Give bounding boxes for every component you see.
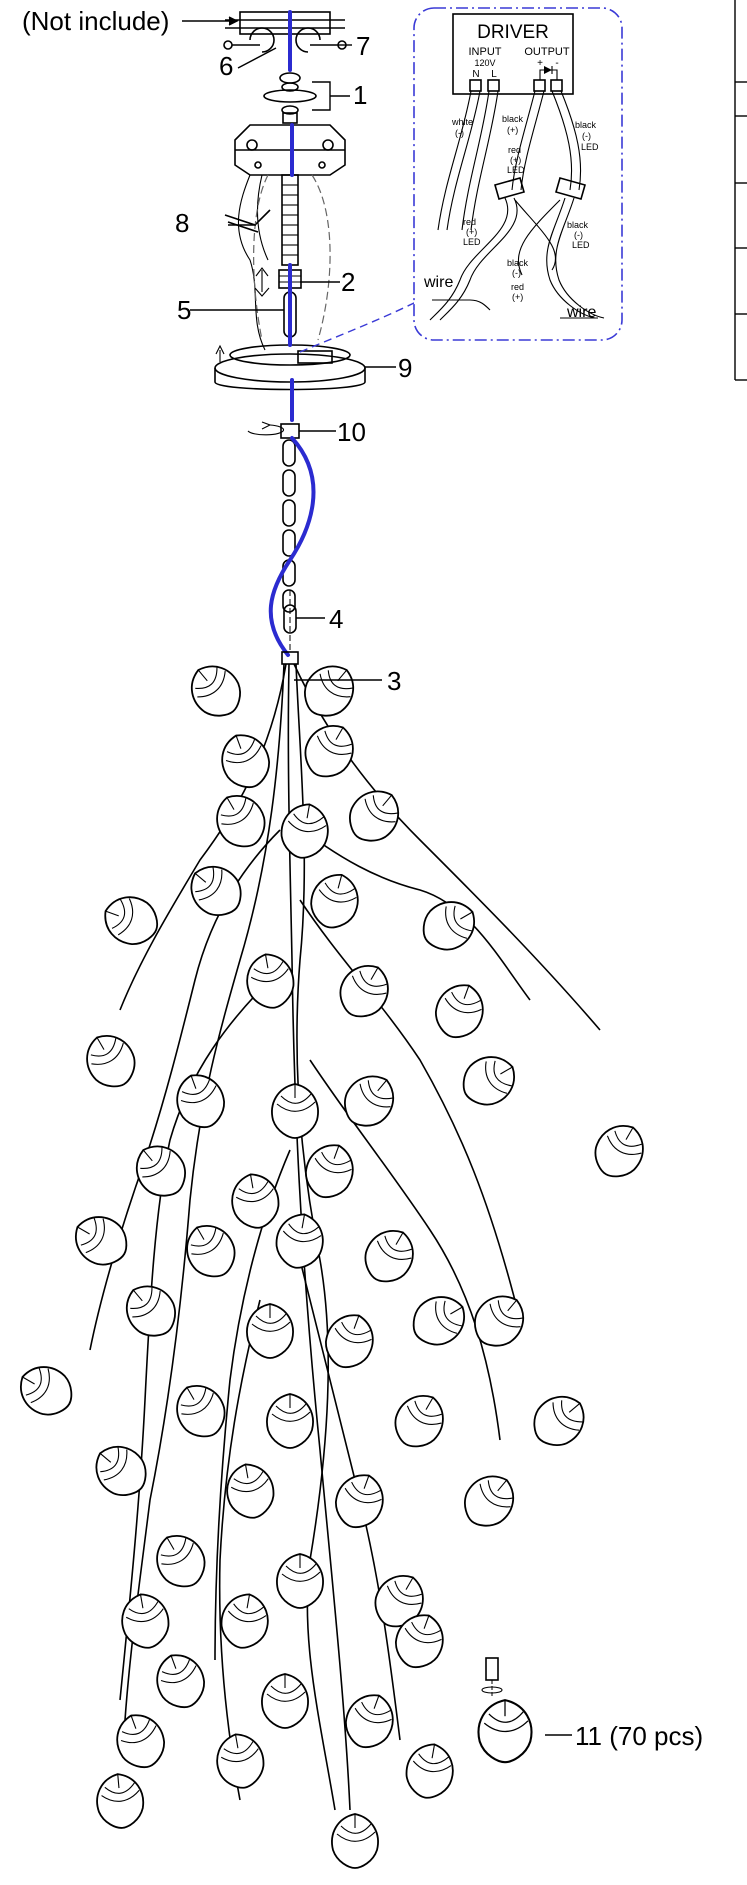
label-black-mid-sign: (-) <box>574 230 583 240</box>
driver-l-label: L <box>491 69 497 80</box>
label-black-top-led: LED <box>581 142 599 152</box>
callout-2: 2 <box>341 267 355 297</box>
power-wire-upper <box>288 10 294 422</box>
callout-1: 1 <box>353 80 367 110</box>
chandelier-branches <box>89 663 601 1811</box>
driver-plus-label: + <box>537 58 543 69</box>
driver-output-label: OUTPUT <box>524 46 570 58</box>
label-black-in: black <box>502 114 524 124</box>
label-black-top: black <box>575 120 597 130</box>
label-black-mid-led: LED <box>572 240 590 250</box>
label-white: white <box>451 117 473 127</box>
label-white-sign: (-) <box>455 128 464 138</box>
ceiling-bracket <box>223 11 347 53</box>
callout-7: 7 <box>356 31 370 61</box>
parts-table-edge <box>734 0 747 381</box>
stem-cap <box>281 651 299 665</box>
rotation-arrow-top <box>254 267 270 297</box>
callout-8: 8 <box>175 208 189 238</box>
label-black-mid: black <box>567 220 589 230</box>
power-wire-lower <box>268 436 316 657</box>
label-red-top: red <box>508 145 521 155</box>
label-wire-left: wire <box>423 274 453 291</box>
driver-minus-label: - <box>555 58 558 69</box>
rotation-collar <box>247 421 300 439</box>
label-red-mid-led: LED <box>463 237 481 247</box>
label-red-top-led: LED <box>507 165 525 175</box>
driver-n-label: N <box>472 69 479 80</box>
callout-4: 4 <box>329 604 343 634</box>
label-red-top-sign: (+) <box>510 155 521 165</box>
driver-wiring-panel: DRIVER INPUT OUTPUT 120V N L + - <box>413 7 623 341</box>
label-red-mid: red <box>463 217 476 227</box>
label-black-top-sign: (-) <box>582 131 591 141</box>
label-wire-right: wire <box>566 304 596 321</box>
callout-5: 5 <box>177 295 191 325</box>
driver-title: DRIVER <box>477 22 549 43</box>
label-red-low-sign: (+) <box>512 292 523 302</box>
label-black-low-sign: (-) <box>512 268 521 278</box>
callout-10: 10 <box>337 417 366 447</box>
callout-11: 11 (70 pcs) <box>575 1721 703 1751</box>
label-black-low: black <box>507 258 529 268</box>
removable-bud-detail <box>477 1657 533 1764</box>
ground-wires <box>224 174 271 351</box>
callout-9: 9 <box>398 353 412 383</box>
label-red-low: red <box>511 282 524 292</box>
chain <box>282 439 296 613</box>
dashed-wire-envelope <box>253 174 331 341</box>
callout-6: 6 <box>219 51 233 81</box>
callout-3: 3 <box>387 666 401 696</box>
callout-leaders <box>182 16 572 1736</box>
flower-buds <box>10 654 654 1869</box>
canopy-top-hardware <box>263 72 317 124</box>
callout-not-include: (Not include) <box>22 6 169 36</box>
driver-voltage-label: 120V <box>474 58 495 68</box>
driver-leader-line <box>299 299 421 353</box>
driver-input-label: INPUT <box>469 46 502 58</box>
label-red-mid-sign: (+) <box>466 227 477 237</box>
label-black-in-sign: (+) <box>507 125 518 135</box>
s-hook <box>283 590 297 650</box>
